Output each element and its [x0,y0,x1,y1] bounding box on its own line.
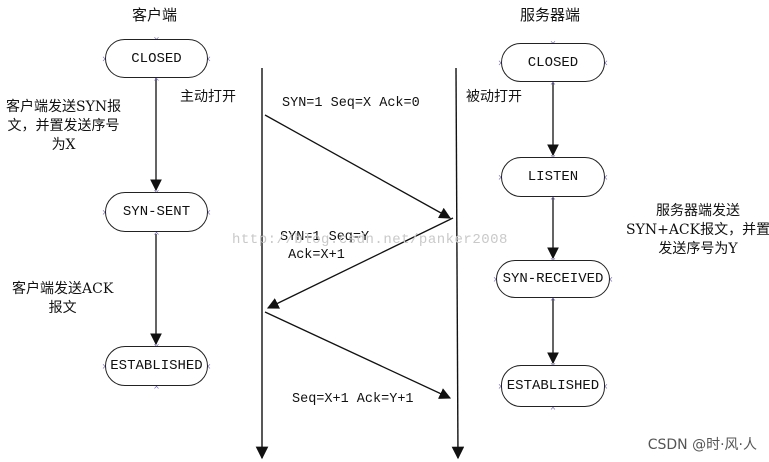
connection-marker: × [153,382,160,391]
connection-marker: × [205,208,212,217]
server-title: 服务器端 [520,6,581,24]
ack-message-label: Seq=X+1 Ack=Y+1 [292,392,414,407]
client-title: 客户端 [132,6,178,24]
synack-message-label: SYN=1 Seq=Y Ack=X+1 [280,230,370,263]
connection-marker: × [205,55,212,64]
connection-marker: × [153,228,160,237]
connection-marker: × [602,59,609,68]
synack-message-arrow [266,217,454,309]
connection-marker: × [550,193,557,202]
connection-marker: × [153,74,160,83]
connection-marker: × [550,294,557,303]
server-state-listen: LISTEN [501,157,605,197]
connection-marker: × [550,403,557,412]
client-state-closed: CLOSED [105,39,208,78]
server-state-established: ESTABLISHED [501,365,605,407]
syn-message-label: SYN=1 Seq=X Ack=0 [282,96,420,111]
client-send-ack-note: 客户端发送ACK 报文 [12,281,114,316]
client-state-established: ESTABLISHED [105,346,208,386]
client-send-syn-note: 客户端发送SYN报 文，并置发送序号 为X [6,99,122,153]
server-send-synack-note: 服务器端发送 SYN+ACK报文，并置 发送序号为Y [626,203,769,257]
watermark-text: http://blog.csdn.net/panker2008 [232,232,508,248]
connection-marker: × [602,173,609,182]
connection-marker: × [205,362,212,371]
active-open-label: 主动打开 [180,89,236,105]
ack-message-arrow [264,311,452,399]
syn-message-arrow [264,114,452,219]
passive-open-label: 被动打开 [466,89,522,105]
connection-marker: × [607,275,614,284]
connection-marker: × [602,382,609,391]
server-state-closed: CLOSED [501,43,605,82]
server-state-syn-received: SYN-RECEIVED [496,260,610,298]
footer-credit: CSDN @时·风·人 [647,437,757,453]
client-state-syn-sent: SYN-SENT [105,192,208,232]
connection-marker: × [550,78,557,87]
server-timeline [451,67,465,460]
